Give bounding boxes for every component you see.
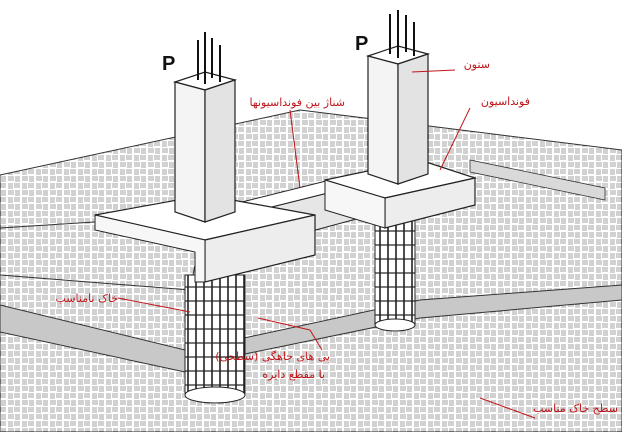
load-label-left: P <box>162 53 175 75</box>
tie-beam-label: شناژ بین فونداسیونها <box>250 96 345 109</box>
pile-label-line2: با مقطع دایره <box>262 368 325 381</box>
ground-plane <box>0 109 622 432</box>
unsuitable-soil-label: خاک نامناسب <box>56 292 119 305</box>
right-pile <box>374 214 416 332</box>
foundation-label: فونداسیون <box>481 95 530 108</box>
load-label-right: P <box>355 33 368 55</box>
column-label: ستون <box>464 58 490 71</box>
right-column <box>365 10 431 185</box>
leader-lines <box>117 69 536 419</box>
left-column <box>172 32 238 223</box>
suitable-soil-label: سطح خاک مناسب <box>533 402 618 415</box>
pile-label-line1: پی های جاهگی (سطحی) <box>215 350 330 363</box>
left-pile <box>184 274 246 404</box>
